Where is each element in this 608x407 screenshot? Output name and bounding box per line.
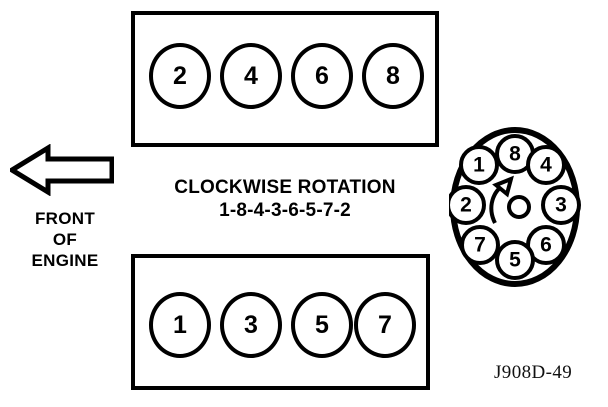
cylinder-bank-bottom: 1 3 5 7 xyxy=(131,254,430,390)
cylinder-bank-top: 2 4 6 8 xyxy=(131,11,439,147)
rotation-title: CLOCKWISE ROTATION xyxy=(174,177,396,198)
distributor-terminal xyxy=(526,145,566,185)
distributor-terminal xyxy=(459,145,499,185)
reference-code: J908D-49 xyxy=(494,362,573,383)
front-of-engine-arrow-icon xyxy=(10,144,114,196)
front-label-line-3: ENGINE xyxy=(31,251,99,270)
firing-order-sequence: 1-8-4-3-6-5-7-2 xyxy=(219,200,351,221)
distributor-terminal xyxy=(495,240,535,280)
distributor-terminal-label: 4 xyxy=(540,154,552,177)
distributor-terminal-label: 8 xyxy=(509,143,521,166)
cylinder-circle: 8 xyxy=(362,43,424,109)
cylinder-circle: 2 xyxy=(149,43,211,109)
distributor-terminal-label: 1 xyxy=(473,154,485,177)
front-label-line-1: FRONT xyxy=(34,209,96,228)
front-label-line-2: OF xyxy=(52,230,78,249)
cylinder-circle: 1 xyxy=(149,292,211,358)
distributor-terminal-label: 5 xyxy=(509,249,521,272)
rotation-text-block: CLOCKWISE ROTATION 1-8-4-3-6-5-7-2 xyxy=(130,176,440,222)
distributor-terminal-label: 7 xyxy=(474,234,486,257)
cylinder-circle: 4 xyxy=(220,43,282,109)
distributor-terminal xyxy=(449,185,486,225)
cylinder-circle: 5 xyxy=(291,292,353,358)
rotor-shaft-circle xyxy=(507,195,531,219)
rotation-arrowhead-icon xyxy=(492,175,514,198)
distributor-terminal-label: 3 xyxy=(555,194,567,217)
distributor-terminal xyxy=(460,225,500,265)
front-of-engine-label: FRONT OF ENGINE xyxy=(0,208,130,271)
cylinder-circle: 7 xyxy=(354,292,416,358)
distributor-terminal-label: 2 xyxy=(460,194,472,217)
cylinder-circle: 3 xyxy=(220,292,282,358)
cylinder-circle: 6 xyxy=(291,43,353,109)
distributor-terminal-label: 6 xyxy=(540,234,552,257)
distributor-terminal xyxy=(541,185,581,225)
